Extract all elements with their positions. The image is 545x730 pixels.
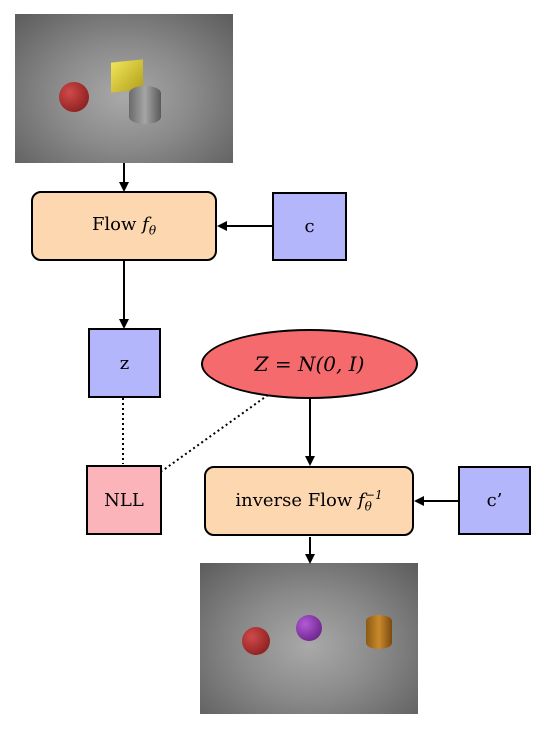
latent-z-node: z: [88, 328, 161, 398]
inverse-flow-label: inverse Flow fθ−1: [235, 488, 382, 514]
inverse-flow-node: inverse Flow fθ−1: [204, 466, 414, 536]
prior-label: Z = N(0, I): [254, 352, 365, 376]
nll-node: NLL: [86, 465, 162, 535]
dotted-prior-to-nll: [161, 394, 269, 472]
orange-cylinder: [366, 615, 392, 649]
latent-z-label: z: [119, 352, 130, 374]
inverse-flow-label-f: f: [358, 490, 365, 512]
flow-node: Flow fθ: [31, 191, 217, 261]
condition-c-node: c: [272, 192, 347, 261]
red-sphere: [59, 82, 89, 112]
flow-label-sub: θ: [148, 223, 157, 238]
gray-cylinder: [129, 86, 161, 124]
condition-cprime-label: c’: [486, 490, 503, 511]
inverse-flow-label-math: fθ−1: [358, 488, 383, 514]
condition-c-label: c: [304, 216, 315, 237]
flow-label-f: f: [142, 214, 149, 236]
output-scene-image: [200, 563, 418, 714]
inverse-flow-label-text: inverse Flow: [235, 490, 358, 512]
prior-distribution-node: Z = N(0, I): [201, 329, 418, 399]
flow-label-text: Flow: [91, 214, 143, 236]
condition-cprime-node: c’: [458, 466, 531, 535]
flow-label-math: fθ: [142, 214, 157, 238]
red-sphere: [242, 627, 270, 655]
purple-sphere: [296, 615, 322, 641]
nll-label: NLL: [104, 489, 144, 511]
inverse-flow-label-sup: −1: [364, 488, 383, 503]
input-scene-image: [15, 14, 233, 163]
inverse-flow-label-sub: θ: [364, 499, 372, 514]
flow-label: Flow fθ: [92, 214, 156, 238]
